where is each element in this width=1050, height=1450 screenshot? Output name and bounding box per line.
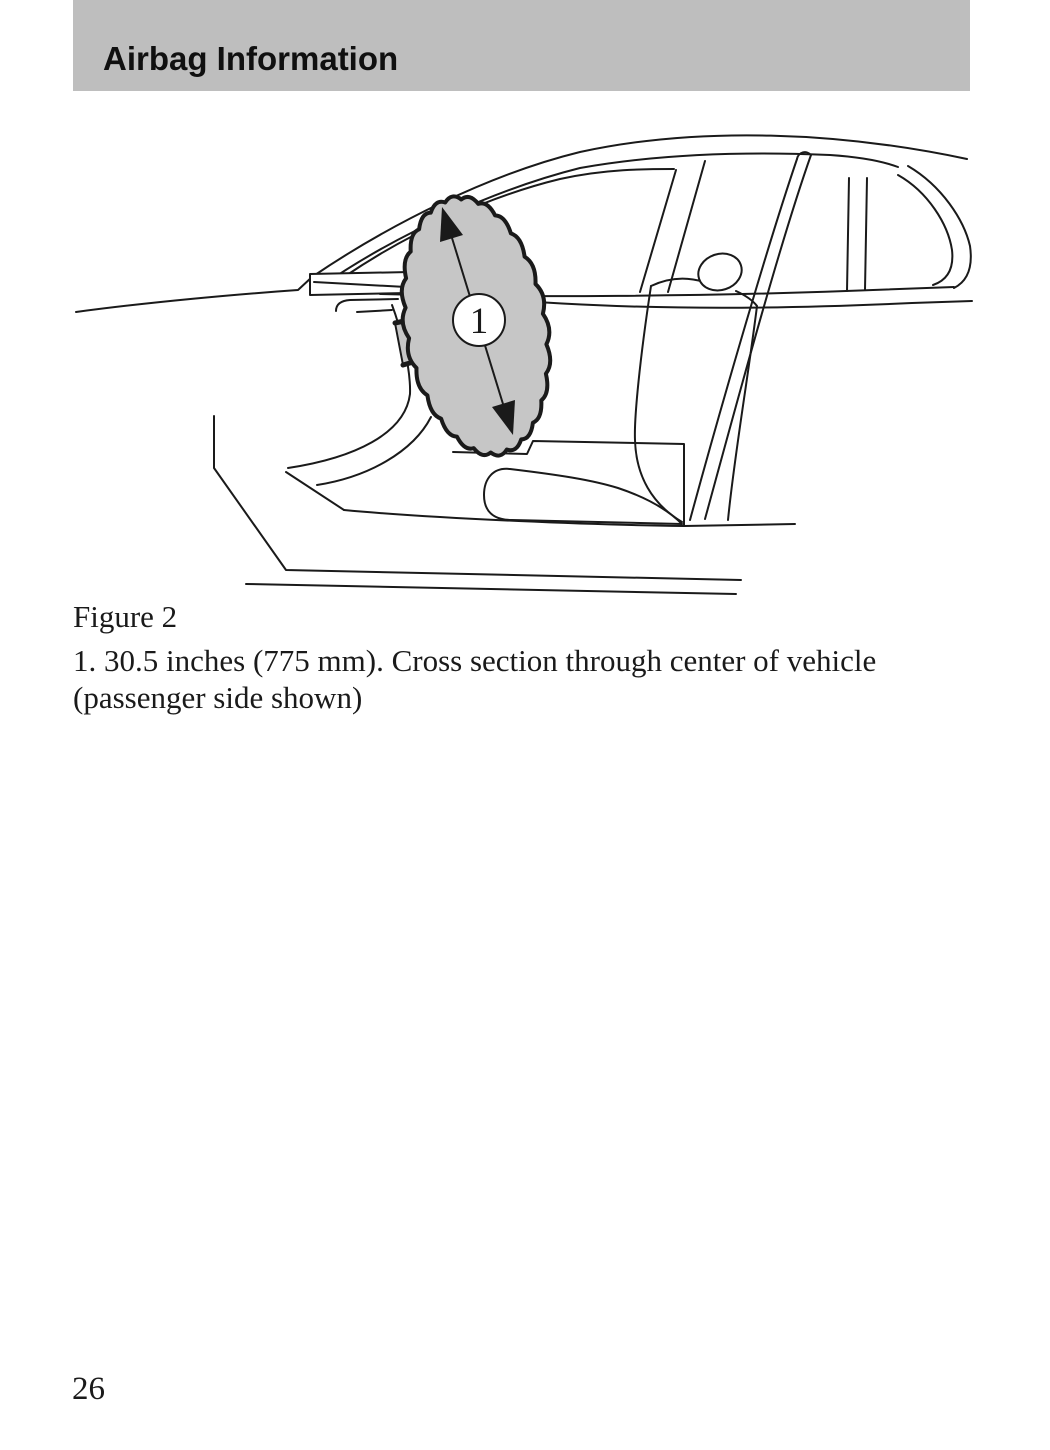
c-pillar bbox=[846, 177, 868, 292]
roof-outer-line bbox=[311, 134, 968, 278]
page-number: 26 bbox=[72, 1371, 105, 1407]
cowl-line-short bbox=[356, 309, 393, 313]
floor-line bbox=[343, 509, 796, 527]
callout-1: 1 bbox=[452, 293, 506, 347]
rear-pillar-inner bbox=[897, 174, 954, 286]
seatbelt-anchor bbox=[796, 151, 812, 160]
headrest bbox=[697, 252, 743, 292]
figure-caption-title: Figure 2 bbox=[73, 599, 178, 634]
seat-cushion bbox=[483, 467, 683, 525]
arrowhead-up-icon bbox=[440, 207, 463, 242]
cowl-line bbox=[335, 298, 399, 312]
instrument-panel-face bbox=[287, 304, 412, 469]
rear-pillar-outer bbox=[907, 165, 972, 289]
seat-back-front-edge bbox=[633, 285, 683, 523]
b-pillar bbox=[639, 160, 706, 293]
caption-line-2: (passenger side shown) bbox=[73, 680, 363, 716]
dash-top-panel-divider bbox=[313, 281, 407, 288]
page-title: Airbag Information bbox=[103, 40, 399, 77]
beltline-lower bbox=[536, 300, 973, 309]
rocker-line bbox=[213, 415, 742, 581]
seat-back-rear-edge bbox=[727, 290, 758, 521]
seat-back-top bbox=[650, 277, 705, 287]
footwell-line bbox=[285, 471, 345, 511]
figure-illustration: 1 bbox=[60, 128, 990, 600]
hood-line bbox=[75, 276, 313, 313]
header-bar: Airbag Information bbox=[73, 0, 970, 91]
callout-1-label: 1 bbox=[470, 301, 489, 342]
door-window-frame bbox=[343, 168, 675, 278]
console-contour bbox=[316, 416, 432, 486]
rocker-line-lower bbox=[245, 583, 737, 595]
figure-caption-body: 1. 30.5 inches (775 mm). Cross section t… bbox=[73, 642, 983, 716]
caption-line-1: 1. 30.5 inches (775 mm). Cross section t… bbox=[73, 643, 877, 678]
car-cross-section-drawing: 1 bbox=[75, 134, 973, 595]
seatbelt-strap bbox=[689, 154, 812, 521]
arrowhead-down-icon bbox=[492, 400, 515, 435]
